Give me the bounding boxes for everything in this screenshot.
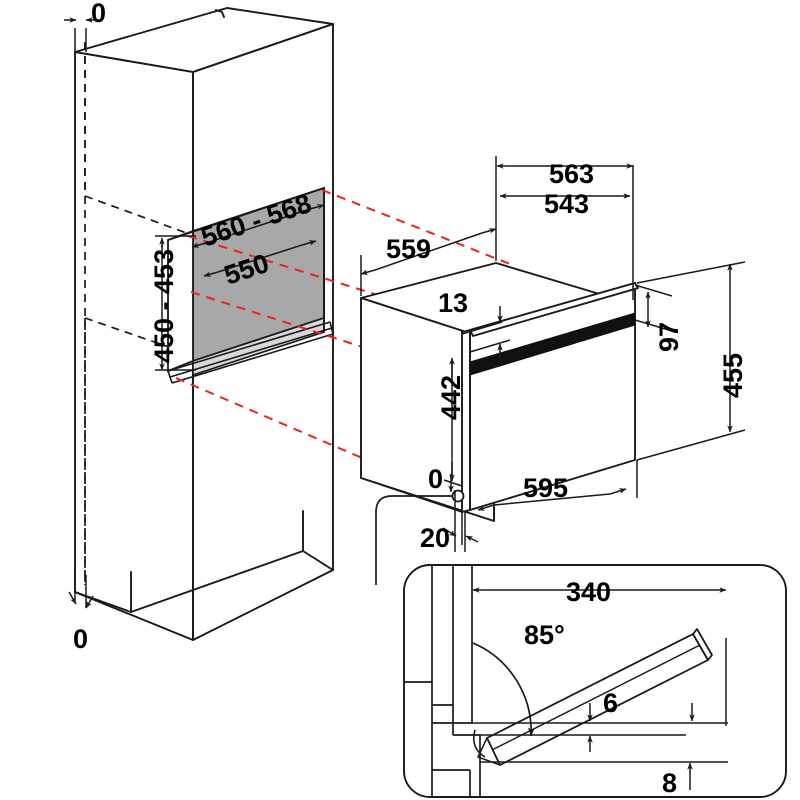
cabinet-top-face <box>74 7 334 73</box>
dim-label-zero-bottom: 0 <box>73 624 88 654</box>
dim-height-442: 442 <box>436 357 466 487</box>
niche-lip-right <box>329 321 334 335</box>
dim-arrow-nwu-r <box>309 204 325 210</box>
dim-arrow-595-l <box>477 504 495 511</box>
dim-detail-8: 8 <box>662 762 693 798</box>
dim-line-nwl <box>217 244 303 273</box>
dim-arrow-20-l <box>442 527 457 537</box>
dim-niche-height: 450 - 453 <box>149 235 196 371</box>
dim-arrow-559-l <box>360 269 376 275</box>
oven-door-top-bevel <box>469 282 639 337</box>
ext-455-bot <box>636 429 746 461</box>
dim-label-563: 563 <box>549 159 594 189</box>
dim-arrow-559-r <box>481 228 497 234</box>
door-detail-panel: 340 85° 6 8 <box>403 564 787 798</box>
oven-base-left <box>360 477 463 513</box>
dim-label-detail-85: 85° <box>524 620 565 650</box>
dim-arrow-nwl-l <box>203 271 219 277</box>
dim-top-13: 13 <box>438 288 511 360</box>
oven-door-left-edge <box>461 329 471 513</box>
oven-base-lines <box>360 477 471 513</box>
dim-offset-20: 20 <box>420 490 479 553</box>
callout-leader-path <box>375 495 452 585</box>
dim-label-13: 13 <box>438 288 468 318</box>
door-slab-inner-line <box>491 644 701 751</box>
oven-handle-strip <box>469 312 636 376</box>
dim-label-455: 455 <box>718 353 748 398</box>
dim-label-559: 559 <box>386 234 431 264</box>
detail-callout-leader <box>375 495 452 585</box>
cabinet-top-nib <box>215 9 225 18</box>
dim-height-455: 455 <box>636 261 748 461</box>
dim-zero-top: 0 <box>64 0 106 54</box>
door-slab-edge <box>692 628 713 661</box>
dim-label-97: 97 <box>654 322 684 352</box>
dim-detail-340: 340 <box>472 577 727 726</box>
ext-13-b <box>469 339 511 353</box>
dim-label-442: 442 <box>436 375 466 420</box>
cabinet-hidden-edges <box>84 42 193 585</box>
niche-top-front-edge <box>167 187 325 241</box>
cabinet-plinth <box>130 510 304 613</box>
dim-detail-6: 6 <box>587 688 695 752</box>
cabinet-group <box>74 7 334 641</box>
dim-line-559 <box>374 232 483 271</box>
dim-arrow-zero-bot-l <box>68 591 77 605</box>
dim-label-detail-8: 8 <box>662 768 677 798</box>
dim-front-595: 595 <box>461 460 638 545</box>
dim-label-20: 20 <box>420 523 450 553</box>
cable-outlet-circle <box>451 489 465 503</box>
dim-line-nwu <box>205 208 311 244</box>
oven-base-front <box>461 509 471 513</box>
ext-13-a <box>461 321 503 335</box>
dim-zero-bottom: 0 <box>68 575 94 654</box>
cabinet-plinth-edge2 <box>302 550 334 571</box>
dim-label-zero-top: 0 <box>91 0 106 28</box>
dim-label-detail-6: 6 <box>603 688 618 718</box>
dim-arrow-595-r <box>609 488 627 495</box>
ext-455-top <box>636 261 746 284</box>
hidden-lower-shelf-diag <box>84 317 193 356</box>
oven-left-face <box>360 297 495 522</box>
detail-hinge-arc <box>472 729 486 758</box>
ext-97-bot <box>634 319 673 332</box>
niche-lip-2 <box>169 327 333 378</box>
dim-label-zero-oven: 0 <box>428 464 443 494</box>
oven-group <box>360 262 639 522</box>
detail-angle-arc <box>472 642 535 737</box>
dim-arrow-nwl-r <box>301 240 317 246</box>
niche-lip-1 <box>167 321 331 372</box>
door-slab-body <box>486 633 709 766</box>
dim-width-543: 543 <box>499 189 631 219</box>
hidden-upper-shelf-diag <box>84 195 193 236</box>
ext-97-top <box>634 284 673 297</box>
dim-label-595: 595 <box>523 473 568 503</box>
dim-label-543: 543 <box>544 189 589 219</box>
projection-line-top <box>321 189 511 265</box>
dim-line-595 <box>493 493 611 506</box>
projection-line-low <box>190 291 379 353</box>
dim-arrow-20-r <box>465 535 479 543</box>
niche-lip-left <box>167 370 173 384</box>
detail-open-door <box>486 628 713 766</box>
dim-label-detail-340: 340 <box>566 577 611 607</box>
detail-panel-border <box>403 564 787 798</box>
dim-panel-97: 97 <box>634 284 684 352</box>
dim-zero-oven: 0 <box>428 464 454 494</box>
dim-label-niche-height: 450 - 453 <box>149 249 179 363</box>
handle-seal-bar <box>469 312 636 376</box>
niche-group <box>167 186 334 384</box>
ext-442-bot <box>443 479 463 487</box>
dim-arrow-zero-bot-r <box>85 595 94 609</box>
cabinet-plinth-edge <box>74 591 132 613</box>
dim-arrow-nwu-l <box>191 242 207 248</box>
dim-width-563: 563 <box>496 159 634 300</box>
dim-depth-559: 559 <box>360 156 497 296</box>
niche-lip-3 <box>171 333 334 384</box>
